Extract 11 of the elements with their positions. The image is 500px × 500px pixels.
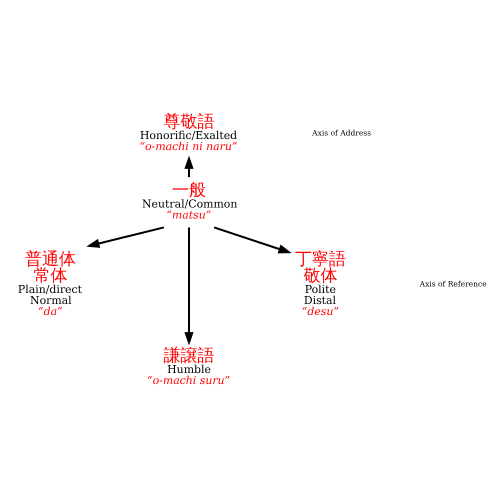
arrow [214,226,292,253]
node-text: 一般 Neutral/Common “matsu” [142,179,238,222]
node-text: 普通体 常体 Plain/direct Normal “da” [18,248,82,318]
arrow [184,226,194,345]
label: Axis of Reference [420,279,487,288]
label: Axis of Address [312,128,372,137]
arrow [184,155,194,177]
arrow [86,226,164,248]
node-text: 謙譲語 Humble “o-machi suru” [147,344,230,386]
node-text: 丁寧語 敬体 Polite Distal “desu” [295,248,346,318]
node-text: 尊敬語 Honorific/Exalted “o-machi ni naru” [140,110,238,152]
